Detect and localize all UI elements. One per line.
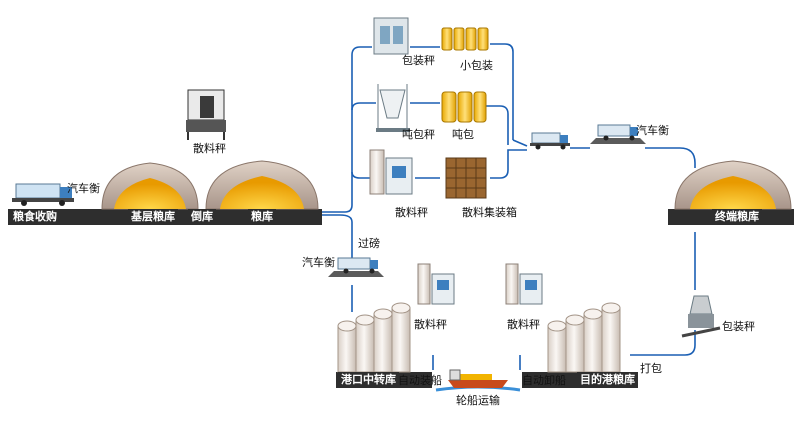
bulk-container-icon xyxy=(445,157,487,199)
label-base-granary: 基层粮库 xyxy=(128,209,178,225)
label-bulk-scale-port1: 散料秤 xyxy=(414,318,447,331)
label-truck-scale-right: 汽车衡 xyxy=(636,124,669,137)
dome-base-granary xyxy=(101,162,199,210)
label-port-transfer: 港口中转库 xyxy=(338,372,399,388)
flow-lines xyxy=(322,43,696,370)
label-bulk-container: 散料集装箱 xyxy=(462,206,517,219)
line-to-bulk-scale xyxy=(351,171,370,179)
label-small-bag: 小包装 xyxy=(460,59,493,72)
label-grain-purchase: 粮食收购 xyxy=(10,209,60,225)
label-terminal-granary: 终端粮库 xyxy=(712,209,762,225)
dome-granary xyxy=(205,160,319,210)
truck-icon-left xyxy=(12,183,74,206)
small-bag-icons xyxy=(441,27,489,51)
ship-icon xyxy=(435,369,521,392)
line-merge-join xyxy=(512,139,528,147)
label-auto-unloading: 自动卸船 xyxy=(522,374,566,387)
dome-terminal-granary xyxy=(674,160,792,210)
label-packing: 打包 xyxy=(640,362,662,375)
ton-scale-machine xyxy=(376,84,410,132)
bag-scale-machine xyxy=(373,17,409,55)
bulk-scale-machine-mid xyxy=(369,149,413,195)
line-container-merge xyxy=(490,149,527,179)
line-to-weighing xyxy=(322,214,353,263)
label-weighing: 过磅 xyxy=(358,237,380,250)
label-granary: 粮库 xyxy=(248,209,276,225)
label-bulk-scale-port2: 散料秤 xyxy=(507,318,540,331)
label-bag-scale-top: 包装秤 xyxy=(402,54,435,67)
label-transfer: 倒库 xyxy=(188,209,216,225)
silo-group-port xyxy=(337,302,411,373)
label-ton-scale: 吨包秤 xyxy=(402,128,435,141)
bulk-scale-machine-port1 xyxy=(417,263,455,305)
line-smallbag-merge xyxy=(490,43,514,140)
label-bulk-scale-mid: 散料秤 xyxy=(395,206,428,219)
label-ship-transport: 轮船运输 xyxy=(456,394,500,407)
truck-scale-icon-right xyxy=(590,124,646,144)
line-to-bag-scale xyxy=(322,46,372,213)
bag-scale-machine-right xyxy=(681,295,721,338)
label-truck-scale-mid: 汽车衡 xyxy=(302,256,335,269)
silo-group-dest xyxy=(547,302,621,373)
label-bulk-scale-top: 散料秤 xyxy=(193,142,226,155)
ton-bag-icons xyxy=(441,91,487,123)
truck-scale-icon-mid xyxy=(328,257,384,277)
label-truck-scale-left: 汽车衡 xyxy=(67,182,100,195)
label-ton-bag: 吨包 xyxy=(452,128,474,141)
bulk-scale-machine-port2 xyxy=(505,263,543,305)
label-bag-scale-right: 包装秤 xyxy=(722,320,755,333)
bulk-scale-machine-top xyxy=(186,89,226,140)
label-auto-loading: 自动装船 xyxy=(398,374,442,387)
truck-icon-mid xyxy=(530,132,570,150)
line-to-ton-scale xyxy=(351,102,376,111)
line-packing xyxy=(630,330,696,356)
label-dest-port: 目的港粮库 xyxy=(577,372,638,388)
line-scale-to-terminal xyxy=(645,147,696,168)
line-tonbag-merge xyxy=(486,105,509,145)
